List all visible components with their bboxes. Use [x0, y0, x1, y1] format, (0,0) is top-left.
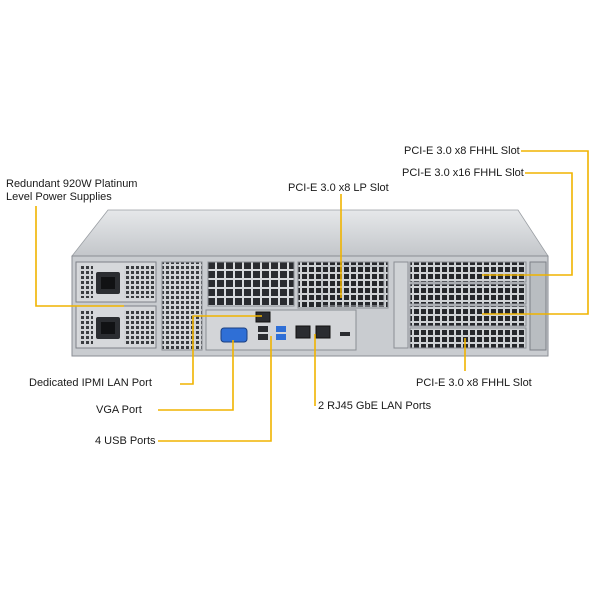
pcie-lp-slot [297, 261, 389, 309]
pcie-fhhl-slot-top [409, 261, 527, 283]
ipmi-lan-port[interactable] [255, 311, 271, 323]
rj45-port-1[interactable] [295, 325, 311, 339]
uid-button[interactable] [340, 332, 350, 336]
pcie-x8-bottom-slot-label: PCI-E 3.0 x8 FHHL Slot [416, 377, 532, 389]
rj45-lan-ports-label: 2 RJ45 GbE LAN Ports [318, 400, 432, 412]
usb-port-3[interactable] [276, 326, 286, 332]
slot-side-bracket [393, 261, 409, 349]
vga-port-label: VGA Port [96, 404, 142, 416]
pcie-x8-top-slot-label: PCI-E 3.0 x8 FHHL Slot [404, 145, 520, 157]
vga-port[interactable] [220, 327, 248, 343]
usb-port-4[interactable] [276, 334, 286, 340]
power-supply-1 [75, 261, 157, 303]
side-vent [161, 261, 203, 351]
pcie-x16-slot [409, 283, 527, 305]
callout-lines [35, 150, 589, 442]
psu-label-line2: Level Power Supplies [6, 191, 112, 203]
usb-port-1[interactable] [258, 326, 268, 332]
usb-port-2[interactable] [258, 334, 268, 340]
chassis-top [71, 209, 549, 257]
rear-rail [529, 261, 547, 351]
pcie-lp-slot-label: PCI-E 3.0 x8 LP Slot [288, 182, 389, 194]
pcie-fhhl-slot-bottom [409, 327, 527, 349]
psu-label-line1: Redundant 920W Platinum [6, 178, 138, 190]
io-vent-grid [207, 261, 295, 307]
rj45-port-2[interactable] [315, 325, 331, 339]
ipmi-lan-port-label: Dedicated IPMI LAN Port [29, 377, 152, 389]
usb-ports-label: 4 USB Ports [95, 435, 156, 447]
lp-slot-bracket [321, 265, 385, 307]
pcie-x16-slot-label: PCI-E 3.0 x16 FHHL Slot [402, 167, 524, 179]
power-supply-2 [75, 305, 157, 349]
pcie-fhhl-slot-mid [409, 305, 527, 327]
